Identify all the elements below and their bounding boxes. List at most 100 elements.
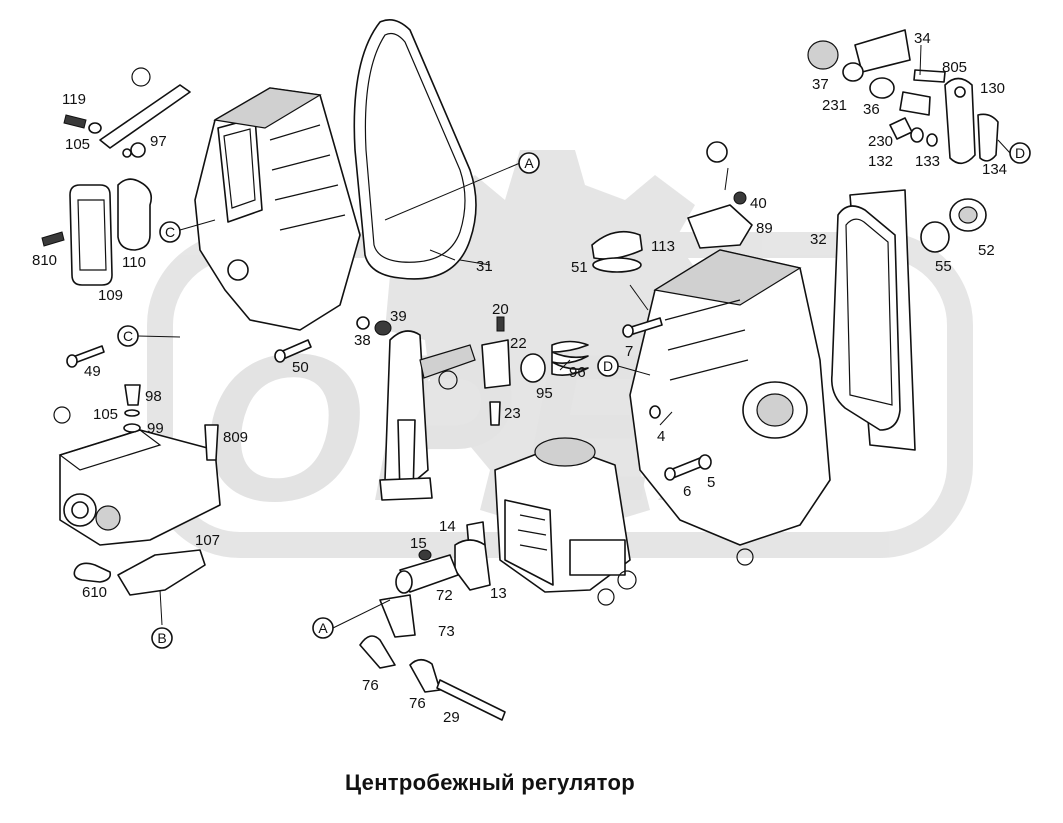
body-lower-block	[569, 539, 626, 576]
label-809: 809	[223, 429, 248, 446]
bolt-6-head	[664, 467, 676, 481]
callout-letters: A C C D D A B	[117, 142, 1031, 649]
ref-circle-88	[706, 141, 728, 163]
bracket-76a	[359, 635, 396, 669]
body-front	[504, 499, 554, 586]
ref-circle-3	[736, 548, 754, 566]
ring-231	[842, 62, 864, 82]
gasket-109	[69, 184, 113, 286]
bottom-left-cover	[53, 384, 221, 596]
label-73: 73	[438, 623, 455, 640]
part-labels: 119 105 97 810 110 109 31 39 38 49 50 98…	[32, 30, 1007, 726]
ring-36	[869, 77, 895, 99]
top-left-cover-group	[41, 67, 191, 286]
bolt-119	[63, 114, 87, 129]
plate-34	[854, 29, 911, 73]
lever-strip	[99, 84, 191, 149]
label-230: 230	[868, 133, 893, 150]
label-95: 95	[536, 385, 553, 402]
label-96: 96	[569, 364, 586, 381]
label-805: 805	[942, 59, 967, 76]
housing-top	[213, 87, 322, 129]
label-14: 14	[439, 518, 456, 535]
label-49: 49	[84, 363, 101, 380]
label-39: 39	[390, 308, 407, 325]
rod-29	[436, 679, 506, 721]
label-23: 23	[504, 405, 521, 422]
label-5: 5	[707, 474, 715, 491]
bolt-49-head	[66, 354, 78, 368]
bolt-805	[913, 69, 946, 83]
callout-D-left: D	[597, 355, 619, 377]
bolt-50-head	[274, 349, 286, 363]
bracket-76b	[409, 658, 441, 693]
gasket-109-inner	[77, 199, 107, 271]
rack-base	[379, 477, 433, 501]
washer-5	[698, 454, 712, 470]
housing-ribs	[269, 124, 346, 231]
label-37: 37	[812, 76, 829, 93]
label-6: 6	[683, 483, 691, 500]
ref-circle-11	[53, 406, 71, 424]
label-76b: 76	[409, 695, 426, 712]
seal-610	[73, 562, 112, 583]
ref-circle-21	[438, 370, 458, 390]
housing-boss	[227, 259, 249, 281]
rh-bore-inner	[756, 393, 794, 427]
callout-A-lower: A	[312, 617, 334, 639]
svg-text:A: A	[318, 620, 328, 636]
ring-38	[356, 316, 370, 330]
label-133: 133	[915, 153, 940, 170]
label-99: 99	[147, 420, 164, 437]
callout-A-upper: A	[518, 152, 540, 174]
bolt-810	[41, 231, 65, 247]
label-810: 810	[32, 252, 57, 269]
gasket-32-inner	[845, 218, 893, 406]
washer-circle	[122, 148, 132, 158]
housing-window-inner	[223, 128, 256, 209]
label-31: 31	[476, 258, 493, 275]
label-51: 51	[571, 259, 588, 276]
gasket-31-inner	[364, 32, 466, 263]
label-134: 134	[982, 161, 1007, 178]
label-98: 98	[145, 388, 162, 405]
label-52: 52	[978, 242, 995, 259]
bracket-22	[481, 339, 511, 389]
svg-text:A: A	[524, 155, 534, 171]
label-34: 34	[914, 30, 931, 47]
label-97: 97	[150, 133, 167, 150]
bracket-89	[687, 204, 753, 249]
label-109: 109	[98, 287, 123, 304]
washer-133	[926, 133, 938, 147]
callout-B: B	[151, 627, 173, 649]
top-right-group	[807, 29, 999, 165]
washer-4	[649, 405, 661, 419]
nut-97	[130, 142, 146, 158]
bolt-40	[733, 191, 747, 205]
bracket-130-hole	[954, 86, 966, 98]
lower-linkage	[359, 521, 506, 721]
label-72: 72	[436, 587, 453, 604]
right-housing	[622, 249, 831, 566]
label-105a: 105	[65, 136, 90, 153]
lever-13	[454, 539, 491, 591]
gasket-cover	[117, 549, 206, 596]
cap-95	[520, 353, 546, 383]
label-22: 22	[510, 335, 527, 352]
linkage-group	[379, 316, 589, 501]
bolt-230	[889, 117, 913, 140]
gasket-32	[830, 205, 901, 431]
spring-96	[551, 340, 589, 376]
callout-C-upper: C	[159, 221, 181, 243]
label-231: 231	[822, 97, 847, 114]
bracket-130	[944, 77, 976, 165]
ref-circle-118	[131, 67, 151, 87]
label-32: 32	[810, 231, 827, 248]
leader-lines	[137, 44, 1011, 629]
seal-55	[920, 221, 950, 253]
label-50: 50	[292, 359, 309, 376]
side-cover-group	[830, 189, 987, 451]
link-bar	[419, 344, 476, 379]
label-132: 132	[868, 153, 893, 170]
